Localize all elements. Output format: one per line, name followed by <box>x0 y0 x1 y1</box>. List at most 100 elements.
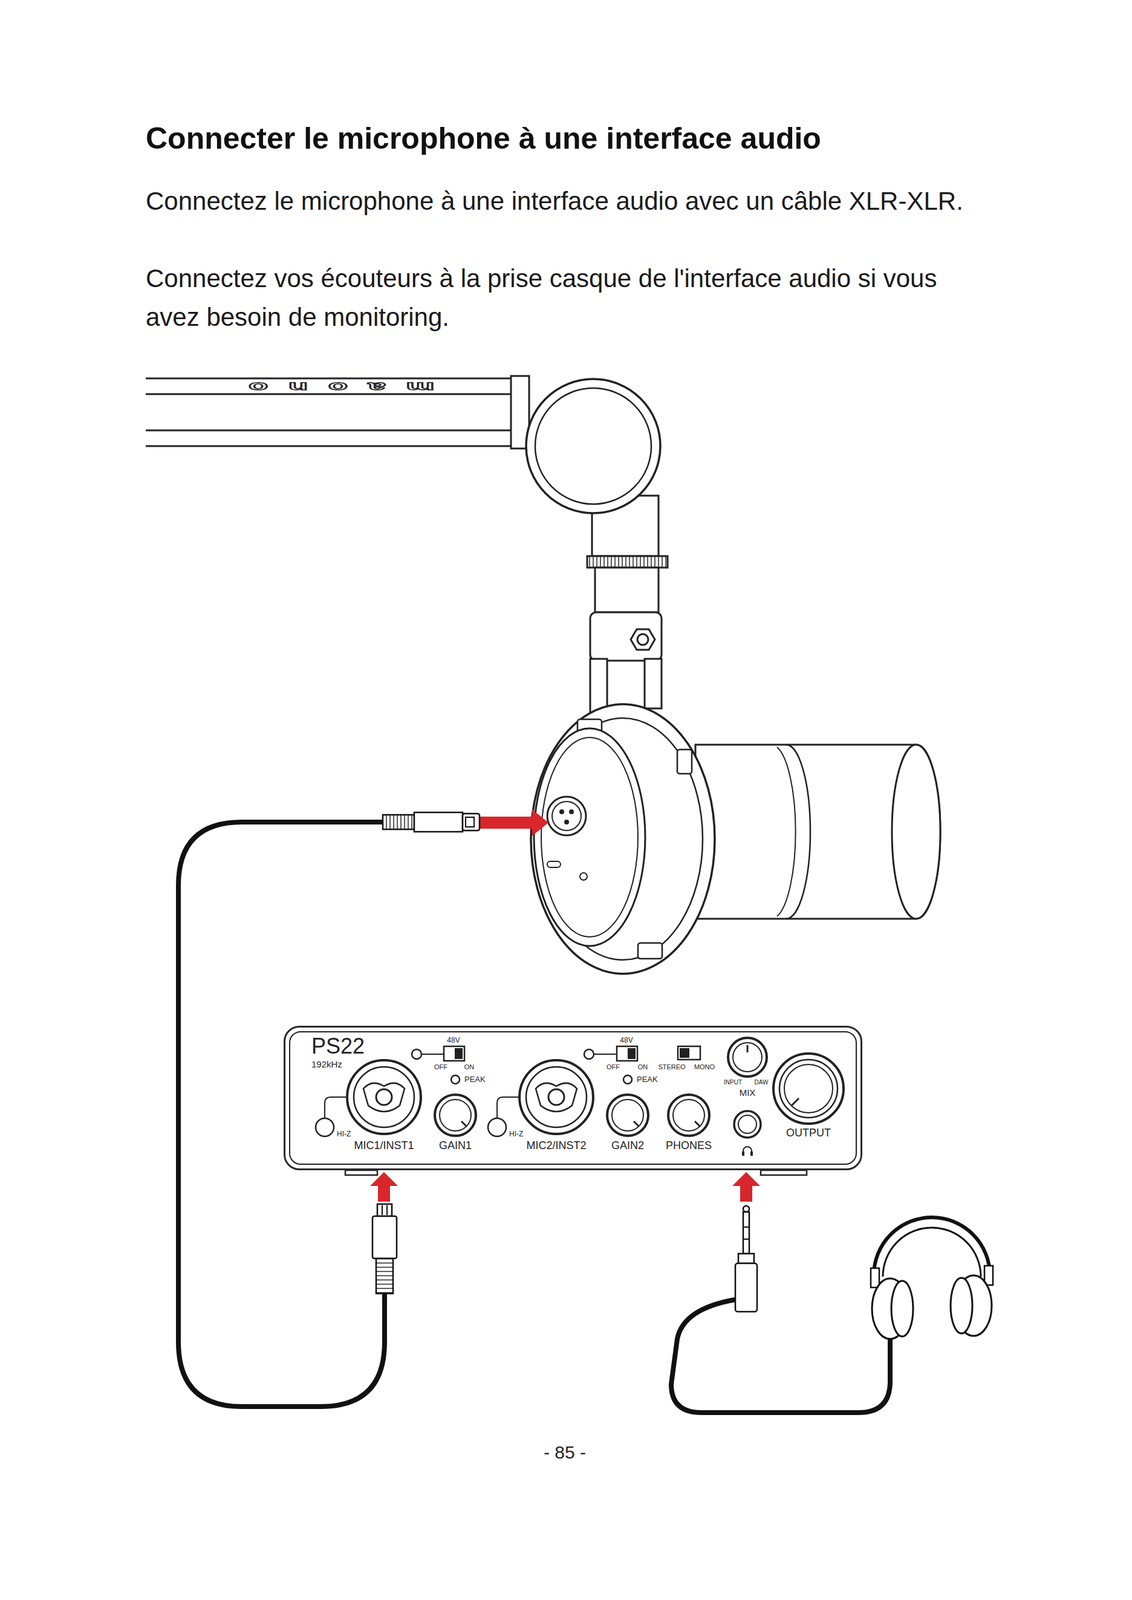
microphone <box>552 801 582 831</box>
audio-interface-panel <box>584 1049 594 1060</box>
microphone <box>541 737 638 938</box>
panel-label: HI-Z <box>336 1130 351 1139</box>
panel-label: MIC1/INST1 <box>353 1140 414 1152</box>
panel-label: OUTPUT <box>786 1127 831 1139</box>
audio-interface-panel <box>411 1049 422 1060</box>
panel-label: PS22 <box>311 1035 365 1058</box>
xlr-cable <box>462 813 480 831</box>
audio-interface-panel <box>738 1115 757 1134</box>
xlr-cable <box>376 1258 394 1295</box>
audio-interface-panel <box>791 1098 799 1106</box>
microphone <box>891 744 941 920</box>
audio-interface-panel <box>526 1067 587 1128</box>
headphones <box>950 1278 973 1334</box>
boom-arm <box>630 629 655 651</box>
red-arrow <box>377 1185 391 1203</box>
headphone-cable <box>738 1254 755 1264</box>
audio-interface-panel <box>627 1048 636 1060</box>
audio-interface-panel <box>743 1147 752 1155</box>
panel-label: PEAK <box>464 1075 486 1084</box>
audio-interface-panel <box>434 1095 476 1137</box>
audio-interface-panel <box>677 1046 701 1061</box>
page-number: - 85 - <box>543 1444 586 1463</box>
audio-interface-panel <box>363 1083 405 1113</box>
xlr-cable <box>381 1205 383 1216</box>
audio-interface-panel <box>750 1151 753 1157</box>
xlr-cable <box>465 817 475 828</box>
boom-arm <box>526 379 661 514</box>
audio-interface-panel <box>694 1121 700 1127</box>
audio-interface-panel <box>732 1043 762 1073</box>
audio-interface-panel <box>421 1053 444 1056</box>
xlr-cable <box>377 1204 392 1217</box>
headphone-cable <box>671 1206 891 1414</box>
headphone-cable <box>743 1212 750 1255</box>
audio-interface-panel <box>633 1121 639 1127</box>
headphones <box>870 1217 993 1340</box>
interface-feet <box>345 1170 807 1176</box>
boom-arm <box>587 556 668 568</box>
panel-label: PHONES <box>665 1140 712 1152</box>
audio-interface-panel <box>593 1053 617 1056</box>
panel-label: ON <box>464 1064 475 1071</box>
headphones <box>870 1268 880 1289</box>
panel-label: STEREO <box>657 1064 686 1071</box>
audio-interface-panel <box>451 1075 460 1085</box>
panel-label: DAW <box>754 1079 769 1087</box>
panel-label: MONO <box>694 1064 715 1071</box>
panel-label: OFF <box>606 1064 620 1071</box>
panel-label: 48V <box>619 1037 633 1045</box>
headphone-cable <box>671 1300 891 1414</box>
headphones <box>873 1217 990 1276</box>
panel-label: PEAK <box>636 1075 658 1084</box>
audio-interface-panel <box>487 1118 507 1137</box>
xlr-cable <box>382 815 415 830</box>
audio-interface-panel <box>607 1095 649 1137</box>
audio-interface-panel <box>611 1099 644 1132</box>
boom-arm <box>590 612 662 661</box>
xlr-cable <box>414 812 463 833</box>
audio-interface-panel <box>497 1097 520 1119</box>
audio-interface-panel <box>461 1121 467 1127</box>
panel-label: GAIN2 <box>611 1140 645 1152</box>
red-arrow <box>532 809 549 837</box>
body-text: Connectez le microphone à une interface … <box>145 182 981 221</box>
audio-interface-panel <box>668 1095 710 1137</box>
audio-interface-panel <box>376 1089 392 1106</box>
body-text: Connectez vos écouteurs à la prise casqu… <box>145 259 981 337</box>
panel-label: MIC2/INST2 <box>526 1140 586 1152</box>
boom-arm <box>535 388 652 505</box>
headphone-cable <box>743 1206 750 1213</box>
panel-label: 192kHz <box>311 1060 343 1070</box>
microphone <box>579 873 588 881</box>
boom-arm <box>145 376 668 715</box>
headphone-cable <box>735 1263 758 1313</box>
audio-interface-panel <box>746 1045 749 1053</box>
audio-interface: PS22192kHz48VOFFONPEAK48VOFFONPEAKSTEREO… <box>283 1026 863 1171</box>
audio-interface-panel <box>353 1067 415 1128</box>
headphone-cable <box>743 1239 750 1241</box>
panel-label: OFF <box>434 1064 448 1071</box>
panel-label: ON <box>637 1064 649 1071</box>
audio-interface-panel <box>734 1111 761 1139</box>
audio-interface-panel <box>519 1060 594 1135</box>
audio-interface-panel <box>347 1060 421 1135</box>
microphone <box>547 796 586 836</box>
microphone <box>569 809 574 815</box>
audio-interface-panel <box>347 1060 421 1135</box>
microphone <box>530 704 715 975</box>
panel-label: MIX <box>739 1088 756 1098</box>
xlr-cable <box>386 1205 388 1216</box>
xlr-cable <box>372 1216 397 1259</box>
audio-interface-panel <box>283 1026 863 1171</box>
audio-interface-panel <box>616 1046 638 1062</box>
boom-arm <box>145 378 527 447</box>
microphone <box>547 861 561 868</box>
audio-interface-panel <box>289 1032 857 1165</box>
red-arrow <box>740 1185 753 1203</box>
brand-logo: maono <box>227 380 435 394</box>
microphone <box>637 943 663 960</box>
microphone <box>777 747 796 917</box>
